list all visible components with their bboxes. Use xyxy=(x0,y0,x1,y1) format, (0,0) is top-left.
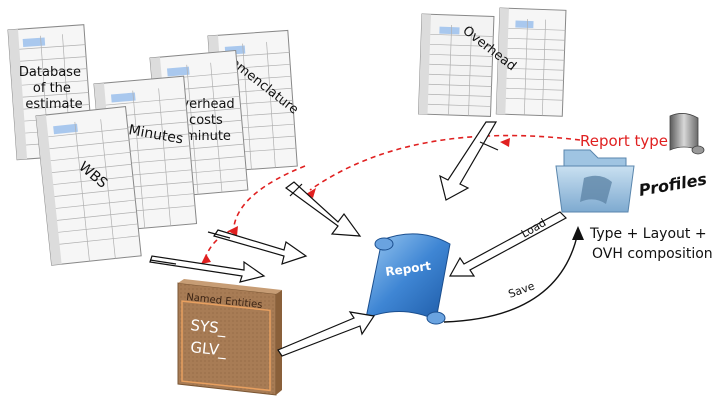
save-label: Save xyxy=(507,279,537,301)
save-arrow xyxy=(443,231,579,323)
load-label: Load xyxy=(519,216,548,240)
named-entities-board xyxy=(177,279,282,396)
report-type-arrowheads xyxy=(201,138,510,264)
type-layout-label: Type + Layout + OVH composition xyxy=(589,226,712,262)
overhead-sheet-front xyxy=(495,7,567,117)
profiles-folder-icon xyxy=(555,149,635,213)
database-label: Database of the estimate xyxy=(19,65,85,112)
report-type-label: Report type xyxy=(580,132,668,150)
database-line-1: Database xyxy=(19,65,81,80)
type-layout-line-1: Type + Layout + xyxy=(589,226,707,242)
named-entities-line-2: GLV_ xyxy=(189,338,227,361)
overhead-costs-line-1: Overhead xyxy=(171,97,235,112)
overhead-costs-line-2: costs xyxy=(189,113,223,128)
type-layout-line-2: OVH composition xyxy=(592,246,712,262)
overhead-costs-line-3: minute xyxy=(185,129,231,144)
report-scroll-icon xyxy=(365,233,451,325)
database-line-2: of the xyxy=(33,81,71,96)
database-line-3: estimate xyxy=(25,97,82,112)
grey-scroll-icon xyxy=(669,113,705,155)
named-entities-line-1: SYS_ xyxy=(189,316,227,339)
wbs-sheet xyxy=(35,106,142,266)
save-arrowhead xyxy=(572,226,584,240)
flow-arrows xyxy=(149,121,567,357)
arrow-breaks xyxy=(149,141,499,265)
report-label: Report xyxy=(384,259,432,279)
overhead-sheet-back xyxy=(417,13,495,117)
profiles-label: Profiles xyxy=(637,169,708,200)
overhead-costs-label: Overhead costs minute xyxy=(171,97,239,144)
